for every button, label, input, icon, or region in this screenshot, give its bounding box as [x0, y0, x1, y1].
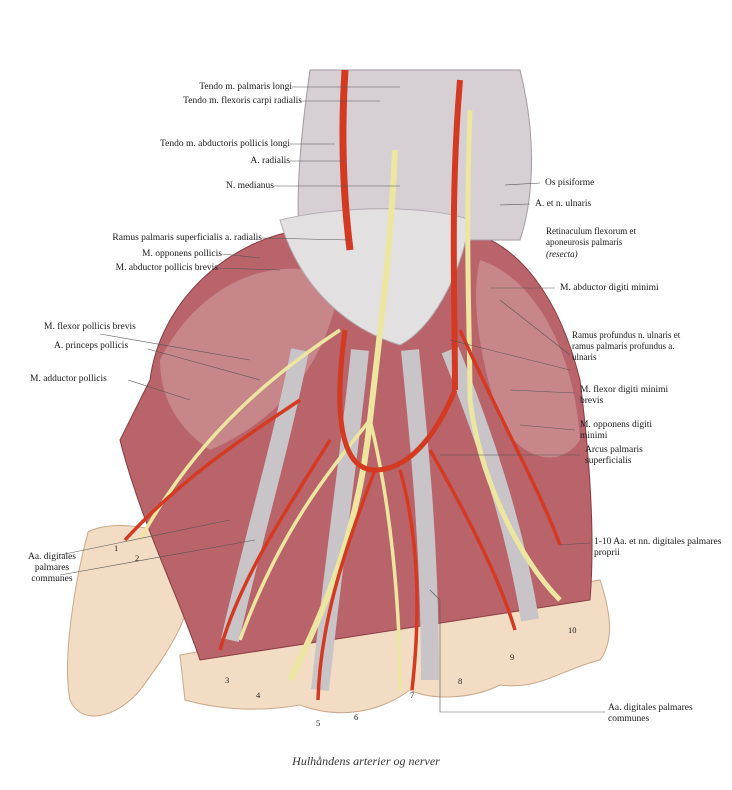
number-4: 4: [256, 690, 261, 700]
label-os-pisiforme: Os pisiforme: [545, 178, 595, 188]
label-n-medianus: N. medianus: [225, 181, 274, 191]
label-digitales-proprii: 1-10 Aa. et nn. digitales palmares propr…: [594, 537, 722, 558]
number-10: 10: [568, 625, 577, 635]
number-3: 3: [225, 675, 230, 685]
label-ramus-profundus: Ramus profundus n. ulnaris et ramus palm…: [572, 330, 681, 362]
hypothenar-muscle: [476, 260, 580, 458]
tendon-index: [221, 348, 309, 642]
figure-caption: Hulhåndens arterier og nerver: [292, 754, 440, 768]
label-digitales-communes-right: Aa. digitales palmares communes: [608, 703, 693, 724]
label-abductor-pollicis-longi: Tendo m. abductoris pollicis longi: [160, 139, 290, 149]
nerve-branch-1: [238, 418, 372, 641]
radial-artery: [339, 69, 354, 251]
thenar-muscle: [160, 268, 340, 450]
number-2: 2: [135, 553, 140, 563]
label-opponens-digiti-minimi: M. opponens digiti minimi: [580, 420, 653, 441]
label-opponens-pollicis: M. opponens pollicis: [142, 249, 222, 259]
label-princeps-pollicis: A. princeps pollicis: [54, 341, 129, 351]
label-digitales-communes-left: Aa. digitales palmares communes: [27, 552, 76, 584]
number-1: 1: [114, 543, 119, 553]
retinaculum: [279, 208, 471, 346]
label-adductor-pollicis: M. adductor pollicis: [30, 374, 107, 384]
label-abductor-digiti-minimi: M. abductor digiti minimi: [560, 283, 659, 293]
ulnar-nerve: [465, 109, 562, 602]
label-ramus-palmaris: Ramus palmaris superficialis a. radialis: [112, 233, 262, 243]
leader-lines: [59, 86, 605, 713]
ulnar-artery: [450, 79, 463, 391]
number-8: 8: [458, 676, 463, 686]
digital-artery-5: [316, 469, 377, 701]
tendon-little: [441, 346, 539, 622]
label-resecta: (resecta): [546, 249, 578, 259]
label-abductor-pollicis-brevis: M. abductor pollicis brevis: [115, 263, 218, 273]
number-9: 9: [510, 652, 515, 662]
label-retinaculum: Retinaculum flexorum et aponeurosis palm…: [546, 226, 636, 247]
label-flexor-digiti-minimi: M. flexor digiti minimi brevis: [580, 385, 669, 406]
wrist-tendons: [297, 69, 533, 241]
digital-artery-9: [428, 449, 517, 631]
label-a-radialis: A. radialis: [250, 156, 290, 166]
number-5: 5: [316, 718, 321, 728]
digital-artery-7: [398, 469, 419, 691]
digital-artery-3: [218, 439, 332, 651]
label-flexor-pollicis-brevis: M. flexor pollicis brevis: [44, 322, 136, 332]
nerve-branch-2: [368, 419, 402, 691]
number-7: 7: [410, 690, 415, 700]
digital-artery-10: [458, 329, 562, 546]
label-arcus-palmaris: Arcus palmaris superficialis: [585, 445, 643, 466]
label-ulnaris: A. et n. ulnaris: [535, 199, 592, 209]
digital-artery-1: [123, 398, 301, 542]
number-6: 6: [354, 712, 359, 722]
label-flexor-carpi-radialis: Tendo m. flexoris carpi radialis: [183, 96, 302, 106]
tendon-ring: [401, 349, 439, 681]
label-palmaris-longi: Tendo m. palmaris longi: [199, 82, 292, 92]
